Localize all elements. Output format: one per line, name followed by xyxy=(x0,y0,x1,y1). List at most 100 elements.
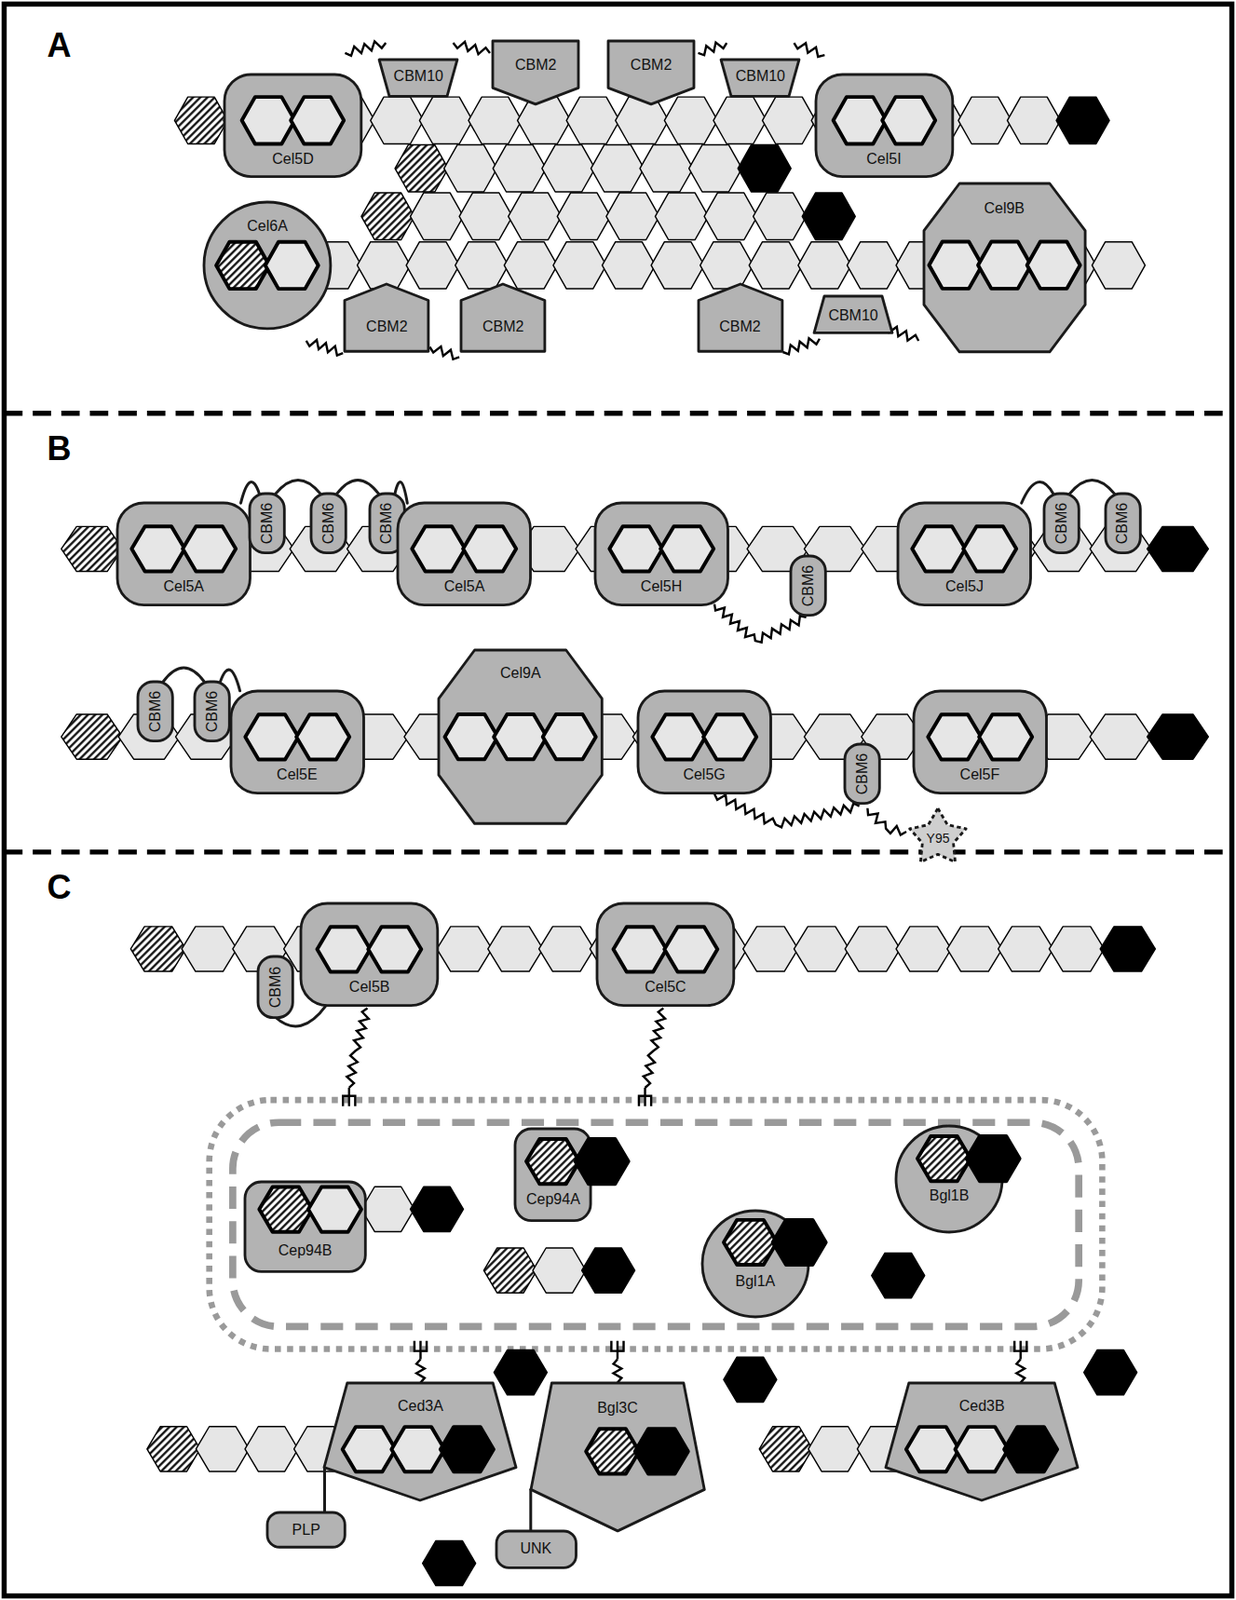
cbm-module: CBM2 xyxy=(492,40,579,105)
glucose-unit xyxy=(609,526,663,571)
panel-letter: B xyxy=(47,430,72,468)
glucose-unit xyxy=(455,242,509,289)
domain-outline xyxy=(720,59,800,96)
glycan-chain xyxy=(714,604,807,643)
glucose-unit xyxy=(61,526,123,571)
domain-outline xyxy=(885,1383,1078,1501)
glucose-unit xyxy=(664,96,718,144)
node-label: Cel5F xyxy=(960,765,1001,783)
node-label: Cep94A xyxy=(526,1190,581,1208)
glucose-unit xyxy=(871,1252,925,1298)
glucose-unit xyxy=(955,1426,1009,1472)
glucose-unit xyxy=(927,714,981,760)
lipid-anchor xyxy=(414,1341,427,1360)
domain-outline xyxy=(137,681,173,742)
linker-line xyxy=(275,479,322,494)
catalytic-domain: Cel5I xyxy=(815,74,953,177)
node-label: CBM6 xyxy=(854,752,871,794)
glucose-unit xyxy=(704,192,758,240)
glucose-unit xyxy=(440,1426,494,1472)
linker-line xyxy=(323,1467,326,1514)
domain-outline xyxy=(267,1512,345,1548)
glucose-unit xyxy=(147,1426,201,1472)
cbm-module: CBM6 xyxy=(1044,493,1079,554)
node-label: CBM6 xyxy=(146,691,163,733)
catalytic-domain: Bgl3C xyxy=(530,1383,705,1532)
node-label: Cel5H xyxy=(640,578,682,596)
node-label: Cel5J xyxy=(945,578,984,596)
catalytic-domain: Ced3A xyxy=(324,1383,517,1501)
domain-outline xyxy=(224,74,362,177)
glucose-unit xyxy=(582,1248,636,1293)
node-label: Bgl1B xyxy=(929,1187,970,1205)
glucose-unit xyxy=(743,926,799,972)
glycan-chain xyxy=(306,339,343,356)
catalytic-domain: Cel9B xyxy=(923,183,1086,353)
glucose-unit xyxy=(244,714,299,760)
inner-membrane xyxy=(232,1122,1079,1327)
node-label: Y95 xyxy=(926,830,951,846)
catalytic-domain: Cel5C xyxy=(597,903,734,1006)
glycan-chain xyxy=(613,1358,623,1383)
glucose-unit xyxy=(130,926,186,972)
glucose-unit xyxy=(342,1426,396,1472)
glucose-unit xyxy=(290,96,344,144)
node-label: Cel5B xyxy=(349,977,391,995)
node-label: Bgl1A xyxy=(735,1273,776,1291)
glucose-unit xyxy=(195,1426,249,1472)
glucose-unit xyxy=(966,1136,1020,1182)
glucose-unit xyxy=(459,192,513,240)
panel-divider xyxy=(3,849,1232,855)
lipid-anchor xyxy=(611,1341,624,1360)
catalytic-domain: Cel6A xyxy=(203,202,331,329)
glucose-unit xyxy=(361,1186,415,1232)
domain-outline xyxy=(438,650,602,824)
domain-outline xyxy=(492,40,579,105)
glucose-unit xyxy=(392,1426,446,1472)
domain-shape xyxy=(698,284,783,352)
node-label: CBM2 xyxy=(630,56,672,74)
glycan-chain xyxy=(794,42,826,57)
node-label: CBM10 xyxy=(828,306,878,324)
panel-divider xyxy=(3,410,1232,416)
glucose-unit xyxy=(1056,96,1110,144)
domain-outline xyxy=(608,40,694,105)
glucose-unit xyxy=(308,1186,362,1232)
domain-shape xyxy=(702,1210,809,1318)
catalytic-domain: Cel5F xyxy=(913,691,1046,794)
glucose-unit xyxy=(635,1428,689,1474)
domain-box: Cep94A xyxy=(515,1128,591,1222)
glucose-unit xyxy=(1091,242,1145,289)
glucose-unit xyxy=(61,714,123,760)
glucose-unit xyxy=(753,192,807,240)
glucose-unit xyxy=(844,926,900,972)
glucose-unit xyxy=(182,526,236,571)
glucose-unit xyxy=(436,926,492,972)
glucose-unit xyxy=(410,192,464,240)
glucose-unit xyxy=(808,1426,862,1472)
domain-box: UNK xyxy=(496,1531,576,1568)
glucose-unit xyxy=(539,926,595,972)
glucose-unit xyxy=(370,96,424,144)
cbm-module: CBM10 xyxy=(814,296,893,333)
node-label: CBM6 xyxy=(1113,502,1131,544)
domain-outline xyxy=(244,1181,366,1272)
domain-shape xyxy=(515,1128,591,1222)
glucose-unit xyxy=(794,926,850,972)
glucose-unit xyxy=(651,714,706,760)
glycan-chain xyxy=(453,41,490,55)
glucose-unit xyxy=(131,526,185,571)
domain-outline xyxy=(1044,493,1079,554)
glucose-chains xyxy=(61,96,1209,1587)
domain-outline xyxy=(698,284,783,352)
glucose-unit xyxy=(977,242,1032,289)
node-label: Cel6A xyxy=(246,217,288,235)
glucose-unit xyxy=(1006,96,1060,144)
glucose-unit xyxy=(419,96,473,144)
glucose-unit xyxy=(445,714,499,760)
glucose-unit xyxy=(762,96,816,144)
glucose-unit xyxy=(896,926,951,972)
glucose-unit xyxy=(703,714,757,760)
glucose-unit xyxy=(713,96,767,144)
